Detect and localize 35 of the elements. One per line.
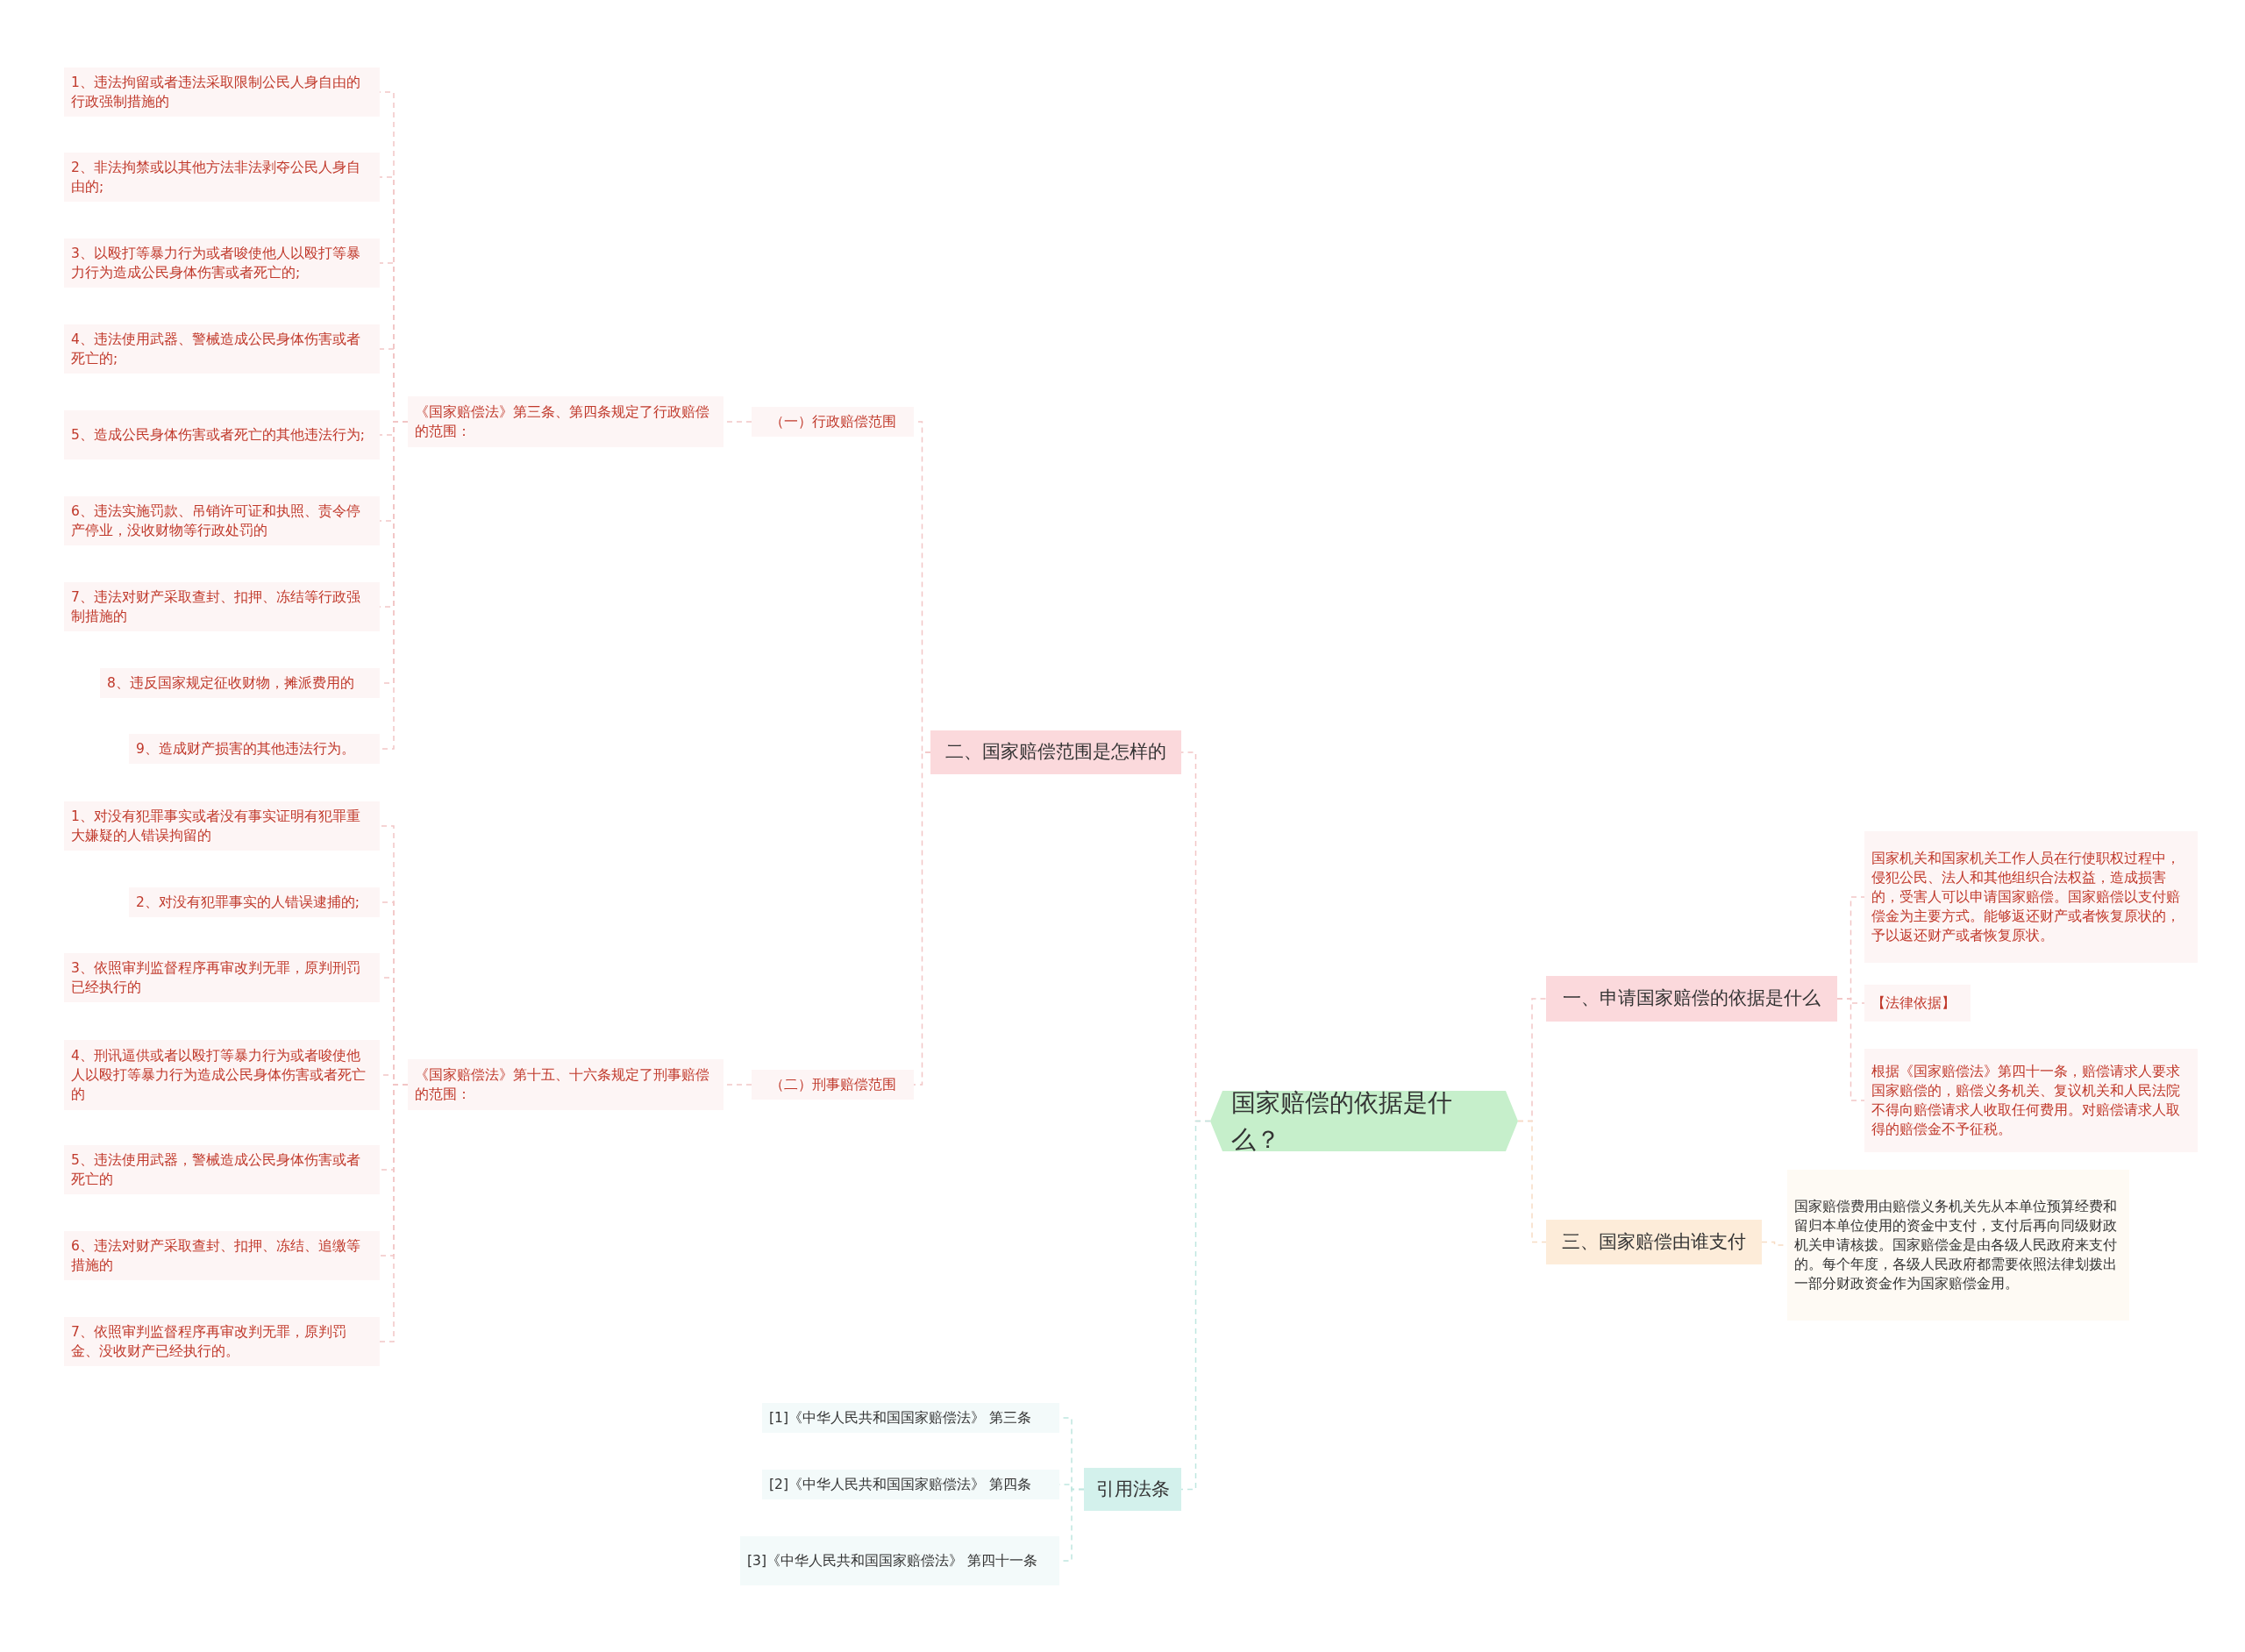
item-text: 2、对没有犯罪事实的人错误逮捕的;	[129, 887, 380, 917]
item-text: 4、违法使用武器、警械造成公民身体伤害或者死亡的;	[64, 324, 380, 374]
central-topic: 国家赔偿的依据是什么？	[1210, 1091, 1518, 1151]
item-text: 3、依照审判监督程序再审改判无罪，原判刑罚已经执行的	[64, 953, 380, 1002]
item-text: 5、造成公民身体伤害或者死亡的其他违法行为;	[64, 410, 380, 459]
item-text: 《国家赔偿法》第三条、第四条规定了行政赔偿的范围：	[408, 396, 723, 447]
item-text: 8、违反国家规定征收财物，摊派费用的	[100, 668, 380, 698]
item-text: 6、违法实施罚款、吊销许可证和执照、责令停产停业，没收财物等行政处罚的	[64, 496, 380, 545]
item-text: 【法律依据】	[1864, 985, 1971, 1022]
item-text: 根据《国家赔偿法》第四十一条，赔偿请求人要求国家赔偿的，赔偿义务机关、复议机关和人民法院不得向赔偿请求人收取任何费用。对赔偿请求人取得的赔偿金不予征税。	[1864, 1049, 2198, 1152]
item-text: 5、违法使用武器，警械造成公民身体伤害或者死亡的	[64, 1145, 380, 1194]
item-text: 国家赔偿费用由赔偿义务机关先从本单位预算经费和留归本单位使用的资金中支付，支付后再向同级财政机关申请核拨。国家赔偿金是由各级人民政府来支付的。每个年度，各级人民政府都需要依照法律划拨出一部分财政资金作为国家赔偿金用。	[1787, 1170, 2129, 1321]
branch-topic: 二、国家赔偿范围是怎样的	[930, 730, 1181, 774]
item-text: 《国家赔偿法》第十五、十六条规定了刑事赔偿的范围：	[408, 1059, 723, 1110]
connector-line	[1517, 1120, 1547, 1243]
subtopic: （一）行政赔偿范围	[752, 407, 914, 437]
item-text: 9、造成财产损害的其他违法行为。	[129, 734, 380, 764]
item-text: 1、对没有犯罪事实或者没有事实证明有犯罪重大嫌疑的人错误拘留的	[64, 801, 380, 851]
connector-line	[1836, 998, 1865, 1101]
subtopic: （二）刑事赔偿范围	[752, 1070, 914, 1100]
connector-line	[379, 1084, 409, 1342]
item-text: 国家机关和国家机关工作人员在行使职权过程中，侵犯公民、法人和其他组织合法权益，造成损害的，受害人可以申请国家赔偿。国家赔偿以支付赔偿金为主要方式。能够返还财产或者恢复原状的，予以返还财产或者恢复原状。	[1864, 831, 2198, 963]
branch-topic: 一、申请国家赔偿的依据是什么	[1546, 976, 1837, 1022]
item-text: 1、违法拘留或者违法采取限制公民人身自由的行政强制措施的	[64, 68, 380, 117]
reference-text: [1]《中华人民共和国国家赔偿法》 第三条	[762, 1403, 1059, 1433]
item-text: 3、以殴打等暴力行为或者唆使他人以殴打等暴力行为造成公民身体伤害或者死亡的;	[64, 239, 380, 288]
reference-text: [3]《中华人民共和国国家赔偿法》 第四十一条	[740, 1536, 1059, 1585]
item-text: 6、违法对财产采取查封、扣押、冻结、追缴等措施的	[64, 1231, 380, 1280]
item-text: 4、刑讯逼供或者以殴打等暴力行为或者唆使他人以殴打等暴力行为造成公民身体伤害或者死亡的	[64, 1040, 380, 1110]
item-text: 7、违法对财产采取查封、扣押、冻结等行政强制措施的	[64, 582, 380, 631]
branch-topic: 三、国家赔偿由谁支付	[1546, 1220, 1762, 1264]
item-text: 7、依照审判监督程序再审改判无罪，原判罚金、没收财产已经执行的。	[64, 1317, 380, 1366]
item-text: 2、非法拘禁或以其他方法非法剥夺公民人身自由的;	[64, 153, 380, 202]
branch-topic: 引用法条	[1084, 1468, 1181, 1511]
reference-text: [2]《中华人民共和国国家赔偿法》 第四条	[762, 1470, 1059, 1499]
